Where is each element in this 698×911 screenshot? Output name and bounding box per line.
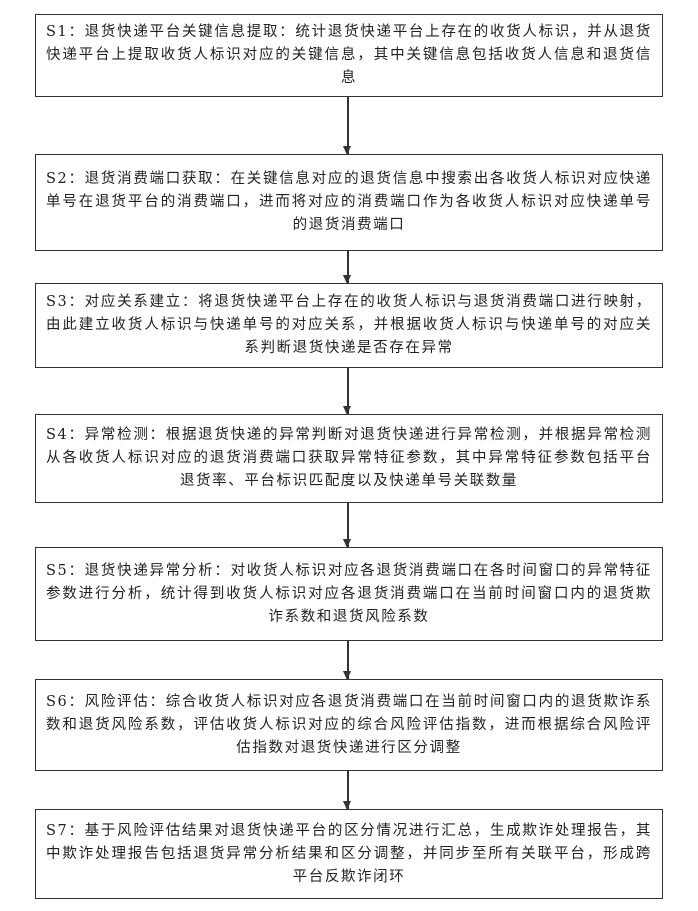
arrow-s6-s7: [347, 771, 349, 809]
step-text: S3：对应关系建立：将退货快递平台上存在的收货人标识与退货消费端口进行映射，由此…: [46, 291, 652, 360]
step-box-s4: S4：异常检测：根据退货快递的异常判断对退货快递进行异常检测，并根据异常检测从各…: [35, 414, 663, 503]
step-text: S5：退货快递异常分析：对收货人标识对应各退货消费端口在各时间窗口的异常特征参数…: [46, 560, 652, 629]
arrow-s5-s6: [347, 641, 349, 679]
step-box-s2: S2：退货消费端口获取：在关键信息对应的退货信息中搜索出各收货人标识对应快递单号…: [35, 154, 663, 251]
step-text: S6：风险评估：综合收货人标识对应各退货消费端口在当前时间窗口内的退货欺诈系数和…: [46, 691, 652, 760]
step-box-s3: S3：对应关系建立：将退货快递平台上存在的收货人标识与退货消费端口进行映射，由此…: [35, 283, 663, 368]
arrow-s4-s5: [347, 503, 349, 547]
step-box-s6: S6：风险评估：综合收货人标识对应各退货消费端口在当前时间窗口内的退货欺诈系数和…: [35, 679, 663, 771]
step-text: S7：基于风险评估结果对退货快递平台的区分情况进行汇总，生成欺诈处理报告，其中欺…: [46, 820, 652, 889]
arrow-s1-s2: [347, 97, 349, 154]
step-box-s5: S5：退货快递异常分析：对收货人标识对应各退货消费端口在各时间窗口的异常特征参数…: [35, 547, 663, 641]
step-text: S1：退货快递平台关键信息提取：统计退货快递平台上存在的收货人标识，并从退货快递…: [46, 21, 652, 90]
step-box-s7: S7：基于风险评估结果对退货快递平台的区分情况进行汇总，生成欺诈处理报告，其中欺…: [35, 809, 663, 899]
step-text: S2：退货消费端口获取：在关键信息对应的退货信息中搜索出各收货人标识对应快递单号…: [46, 168, 652, 237]
step-text: S4：异常检测：根据退货快递的异常判断对退货快递进行异常检测，并根据异常检测从各…: [46, 424, 652, 493]
arrow-s3-s4: [347, 368, 349, 414]
arrow-s2-s3: [347, 251, 349, 283]
step-box-s1: S1：退货快递平台关键信息提取：统计退货快递平台上存在的收货人标识，并从退货快递…: [35, 14, 663, 97]
